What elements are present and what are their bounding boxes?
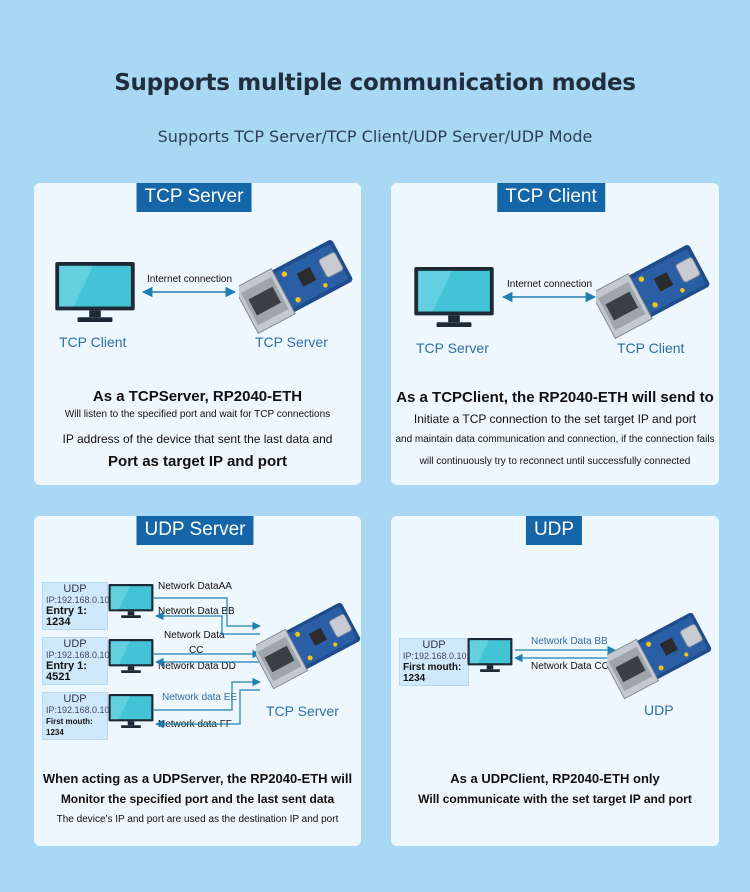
- panel-tag: TCP Client: [497, 183, 605, 212]
- server-label: TCP Server: [266, 703, 339, 719]
- bidirectional-arrow-icon: [141, 286, 237, 298]
- description-line-4: Port as target IP and port: [108, 453, 287, 470]
- description-line-2: Will listen to the specified port and wa…: [64, 409, 331, 420]
- description-line-1: As a TCPClient, the RP2040-ETH will send…: [396, 389, 714, 406]
- bidirectional-arrow-icon: [501, 291, 597, 303]
- panel-tcp-server: TCP Server Internet connection TCP Clien…: [34, 183, 361, 485]
- panel-tag: UDP Server: [136, 516, 254, 545]
- udp-client-box: UDP IP:192.168.0.101 First mouth: 1234: [42, 692, 115, 740]
- link-label: Internet connection: [507, 279, 593, 290]
- flow-label: Network Data BB: [158, 606, 235, 617]
- udp-client-box: UDP IP:192.168.0.100 Entry 1: 4521: [42, 637, 115, 685]
- server-label: TCP Server: [416, 340, 489, 356]
- flow-label: Network Data CC: [531, 661, 609, 672]
- monitor-icon: [108, 583, 154, 619]
- description-line-4: will continuously try to reconnect until…: [419, 456, 691, 467]
- flow-label: CC: [189, 645, 204, 656]
- server-label: TCP Server: [255, 334, 328, 350]
- flow-label: Network Data DD: [158, 661, 236, 672]
- monitor-icon: [54, 261, 136, 323]
- flow-arrows-icon: [514, 645, 616, 663]
- rp2040-eth-board-icon: [256, 601, 366, 693]
- flow-label: Network data EE: [162, 692, 238, 703]
- monitor-icon: [108, 693, 154, 729]
- monitor-icon: [108, 638, 154, 674]
- link-label: Internet connection: [147, 274, 233, 285]
- flow-arrows-icon: [154, 597, 261, 729]
- page-title: Supports multiple communication modes: [114, 70, 636, 96]
- description-line-1: As a TCPServer, RP2040-ETH: [92, 388, 303, 405]
- description-line-2: Monitor the specified port and the last …: [60, 792, 335, 806]
- monitor-icon: [467, 637, 513, 673]
- client-label: TCP Client: [617, 340, 685, 356]
- panel-udp: UDP UDP IP:192.168.0.101 First mouth: 12…: [391, 516, 719, 846]
- description-line-2: Will communicate with the set target IP …: [418, 792, 692, 806]
- udp-client-box: UDP IP:192.168.0.101 First mouth: 1234: [399, 638, 472, 686]
- description-line-3: IP address of the device that sent the l…: [62, 432, 333, 446]
- description-line-2: Initiate a TCP connection to the set tar…: [413, 412, 697, 426]
- rp2040-eth-board-icon: [607, 611, 717, 703]
- page-subtitle: Supports TCP Server/TCP Client/UDP Serve…: [157, 127, 593, 146]
- description-line-3: and maintain data communication and conn…: [395, 434, 715, 445]
- flow-label: Network DataAA: [158, 581, 232, 592]
- flow-label: Network Data: [164, 630, 225, 641]
- panel-tcp-client: TCP Client Internet connection TCP Serve…: [391, 183, 719, 485]
- rp2040-eth-board-icon: [239, 238, 359, 338]
- udp-client-box: UDP IP:192.168.0.100 Entry 1: 1234: [42, 582, 115, 630]
- device-label: UDP: [644, 702, 674, 718]
- rp2040-eth-board-icon: [596, 243, 716, 343]
- description-line-1: When acting as a UDPServer, the RP2040-E…: [42, 771, 353, 786]
- description-line-1: As a UDPClient, RP2040-ETH only: [450, 771, 660, 786]
- client-label: TCP Client: [59, 334, 127, 350]
- panel-tag: UDP: [525, 516, 583, 545]
- panel-tag: TCP Server: [136, 183, 252, 212]
- flow-label: Network Data BB: [531, 636, 608, 647]
- monitor-icon: [413, 266, 495, 328]
- description-line-3: The device's IP and port are used as the…: [56, 814, 339, 825]
- panel-udp-server: UDP Server UDP IP:192.168.0.100 Entry 1:…: [34, 516, 361, 846]
